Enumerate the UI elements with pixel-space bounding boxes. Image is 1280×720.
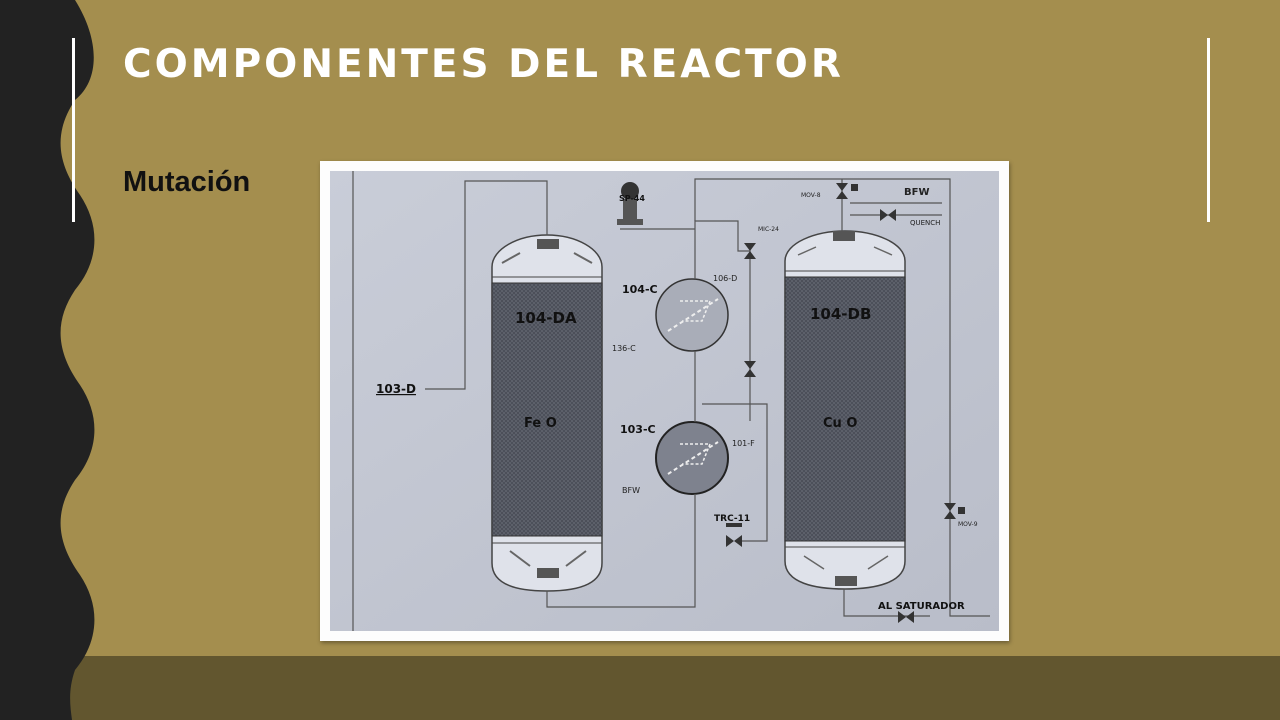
inlet-label: 103-D [376,382,416,396]
bfw-label: BFW [904,187,929,198]
slide-title: COMPONENTES DEL REACTOR [123,42,844,87]
exchanger-bottom-tag: 103-C [620,423,656,436]
quench-label: QUENCH [910,219,940,227]
pump-label: SP-44 [619,194,645,203]
exchanger-top-out-label: 106-D [713,274,737,283]
exchanger-103-c [655,421,729,495]
left-wave-band [0,0,95,720]
reactor-diagram: 104-DA Fe O 104-DB Cu O 104-C 103-C 103-… [330,171,999,631]
reactor-left-tag: 104-DA [515,309,577,327]
decorative-line-right [1207,38,1210,222]
exchanger-bottom-in-label: BFW [622,486,640,495]
process-lines [425,178,990,617]
reactor-left-catalyst: Fe O [524,416,557,431]
reactor-right-tag: 104-DB [810,305,871,323]
decorative-line-left [72,38,75,222]
slide-subtitle: Mutación [123,166,251,198]
diagram-image: 104-DA Fe O 104-DB Cu O 104-C 103-C 103-… [320,161,1009,641]
reactor-right-catalyst: Cu O [823,416,857,431]
reactor-104-db [784,230,906,590]
exchanger-bottom-out-label: 101-F [732,439,755,448]
exchanger-104-c [655,278,729,352]
exchanger-top-in-label: 136-C [612,344,636,353]
valves [726,183,965,623]
reactor-104-da [491,234,603,592]
valve-mic-label: MIC-24 [758,226,779,233]
pump-sp-44 [617,182,643,225]
valve-trc-label: TRC-11 [714,514,750,524]
exchanger-top-tag: 104-C [622,283,658,296]
valve-mov-bottom-label: MOV-9 [958,521,978,528]
footer-band [0,656,1280,720]
outlet-label: AL SATURADOR [878,601,965,612]
valve-mov-top-label: MOV-8 [801,192,821,199]
